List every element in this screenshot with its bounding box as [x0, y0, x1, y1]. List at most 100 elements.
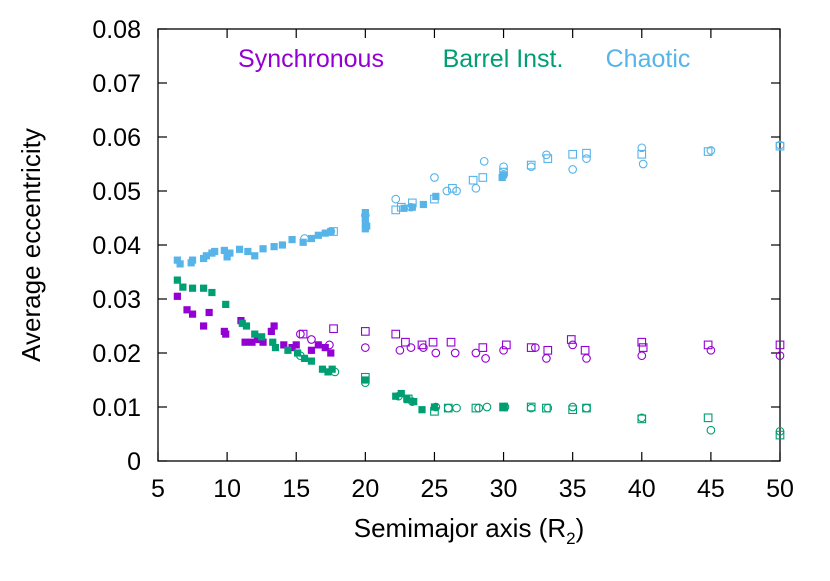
- legend-entry-synchronous: Synchronous: [238, 45, 384, 73]
- data-point-open-square: [580, 345, 590, 355]
- data-point-open-circle: [395, 345, 405, 355]
- data-point-open-square: [543, 345, 553, 355]
- data-point-open-circle: [706, 345, 716, 355]
- data-point-filled-square: [238, 319, 246, 327]
- data-point-open-circle: [499, 345, 508, 355]
- data-point-filled-square: [248, 338, 256, 346]
- x-tick-label: 45: [697, 475, 725, 503]
- legend-entry-barrel-inst: Barrel Inst.: [443, 45, 564, 73]
- y-tick-label: 0.02: [92, 340, 141, 368]
- data-point-filled-square: [258, 333, 266, 341]
- data-point-open-square: [468, 175, 478, 185]
- data-point-open-circle: [499, 162, 508, 172]
- y-tick-label: 0.08: [92, 16, 141, 44]
- data-point-open-square: [775, 141, 785, 151]
- data-point-filled-square: [361, 376, 369, 384]
- data-point-filled-square: [499, 403, 508, 411]
- data-point-filled-square: [432, 192, 440, 200]
- tick-marks: [157, 28, 781, 462]
- data-point-filled-square: [324, 368, 332, 376]
- data-point-filled-square: [363, 222, 371, 230]
- data-point-filled-square: [211, 247, 219, 256]
- data-point-filled-square: [200, 322, 208, 330]
- y-tick-label: 0.03: [92, 286, 141, 314]
- data-point-open-circle: [542, 354, 551, 363]
- data-point-filled-square: [222, 300, 230, 308]
- data-point-open-square: [499, 402, 508, 412]
- data-point-filled-square: [314, 231, 322, 239]
- y-axis-label: Average eccentricity: [16, 128, 46, 362]
- data-point-open-square: [499, 167, 508, 177]
- data-point-open-square: [430, 194, 439, 204]
- data-point-open-square: [566, 335, 576, 344]
- data-point-open-square: [582, 148, 591, 158]
- data-point-open-circle: [481, 354, 490, 363]
- x-axis-label-close: ): [576, 513, 585, 543]
- data-point-open-circle: [431, 348, 441, 358]
- x-tick-label: 15: [282, 475, 310, 503]
- data-point-filled-square: [318, 365, 327, 373]
- x-tick-label: 20: [351, 475, 379, 503]
- data-point-filled-square: [188, 284, 197, 292]
- x-axis-label-main: Semimajor axis (R: [354, 513, 566, 543]
- data-point-open-square: [360, 372, 370, 382]
- data-point-open-circle: [637, 143, 647, 153]
- y-tick-label: 0.06: [92, 124, 141, 152]
- data-point-open-circle: [442, 186, 452, 196]
- data-point-filled-square: [361, 214, 369, 222]
- x-axis-label-subscript: 2: [566, 529, 575, 548]
- data-point-filled-square: [321, 344, 329, 352]
- data-point-open-square: [703, 340, 713, 350]
- data-point-open-circle: [568, 402, 578, 412]
- data-point-filled-square: [179, 283, 187, 291]
- data-point-open-circle: [307, 335, 316, 344]
- data-point-open-square: [407, 198, 417, 208]
- data-point-open-circle: [637, 351, 647, 361]
- data-point-open-square: [391, 329, 401, 339]
- y-tick-label: 0.01: [92, 394, 141, 422]
- data-point-filled-square: [220, 246, 228, 254]
- data-point-filled-square: [418, 406, 426, 414]
- data-point-filled-square: [307, 346, 316, 354]
- data-point-filled-square: [200, 284, 208, 292]
- data-point-open-circle: [479, 156, 489, 166]
- data-point-filled-square: [188, 310, 197, 318]
- series-synchronous: [173, 292, 785, 363]
- data-point-open-circle: [325, 340, 334, 350]
- data-point-open-circle: [443, 403, 453, 413]
- x-tick-label: 30: [490, 475, 518, 503]
- data-point-filled-square: [208, 288, 216, 297]
- data-point-open-circle: [430, 173, 439, 182]
- data-point-filled-square: [222, 330, 230, 338]
- data-point-open-circle: [568, 340, 578, 350]
- data-point-filled-square: [307, 357, 316, 365]
- data-point-open-square: [403, 394, 413, 404]
- data-point-filled-square: [270, 243, 278, 251]
- data-point-open-circle: [706, 146, 716, 155]
- data-point-open-circle: [582, 403, 591, 413]
- data-point-filled-square: [280, 341, 288, 349]
- data-point-open-square: [396, 202, 406, 212]
- x-tick-label: 25: [421, 475, 449, 503]
- plot-frame-group: [157, 28, 781, 462]
- x-tick-label: 40: [628, 475, 656, 503]
- data-point-filled-square: [173, 292, 181, 300]
- y-tick-label: 0: [127, 448, 141, 476]
- data-point-filled-square: [173, 256, 181, 264]
- data-point-filled-square: [173, 276, 181, 284]
- data-point-open-circle: [638, 159, 648, 169]
- data-point-open-square: [478, 343, 488, 352]
- data-point-open-circle: [482, 402, 492, 412]
- data-point-filled-square: [288, 344, 296, 352]
- data-point-filled-square: [176, 260, 184, 268]
- data-point-open-circle: [360, 210, 370, 220]
- data-point-filled-square: [278, 241, 286, 249]
- data-point-open-square: [446, 337, 456, 347]
- data-point-open-square: [360, 327, 370, 336]
- data-point-open-circle: [471, 348, 481, 358]
- data-point-filled-square: [259, 338, 267, 346]
- data-point-filled-square: [419, 200, 427, 209]
- data-point-open-square: [637, 149, 647, 159]
